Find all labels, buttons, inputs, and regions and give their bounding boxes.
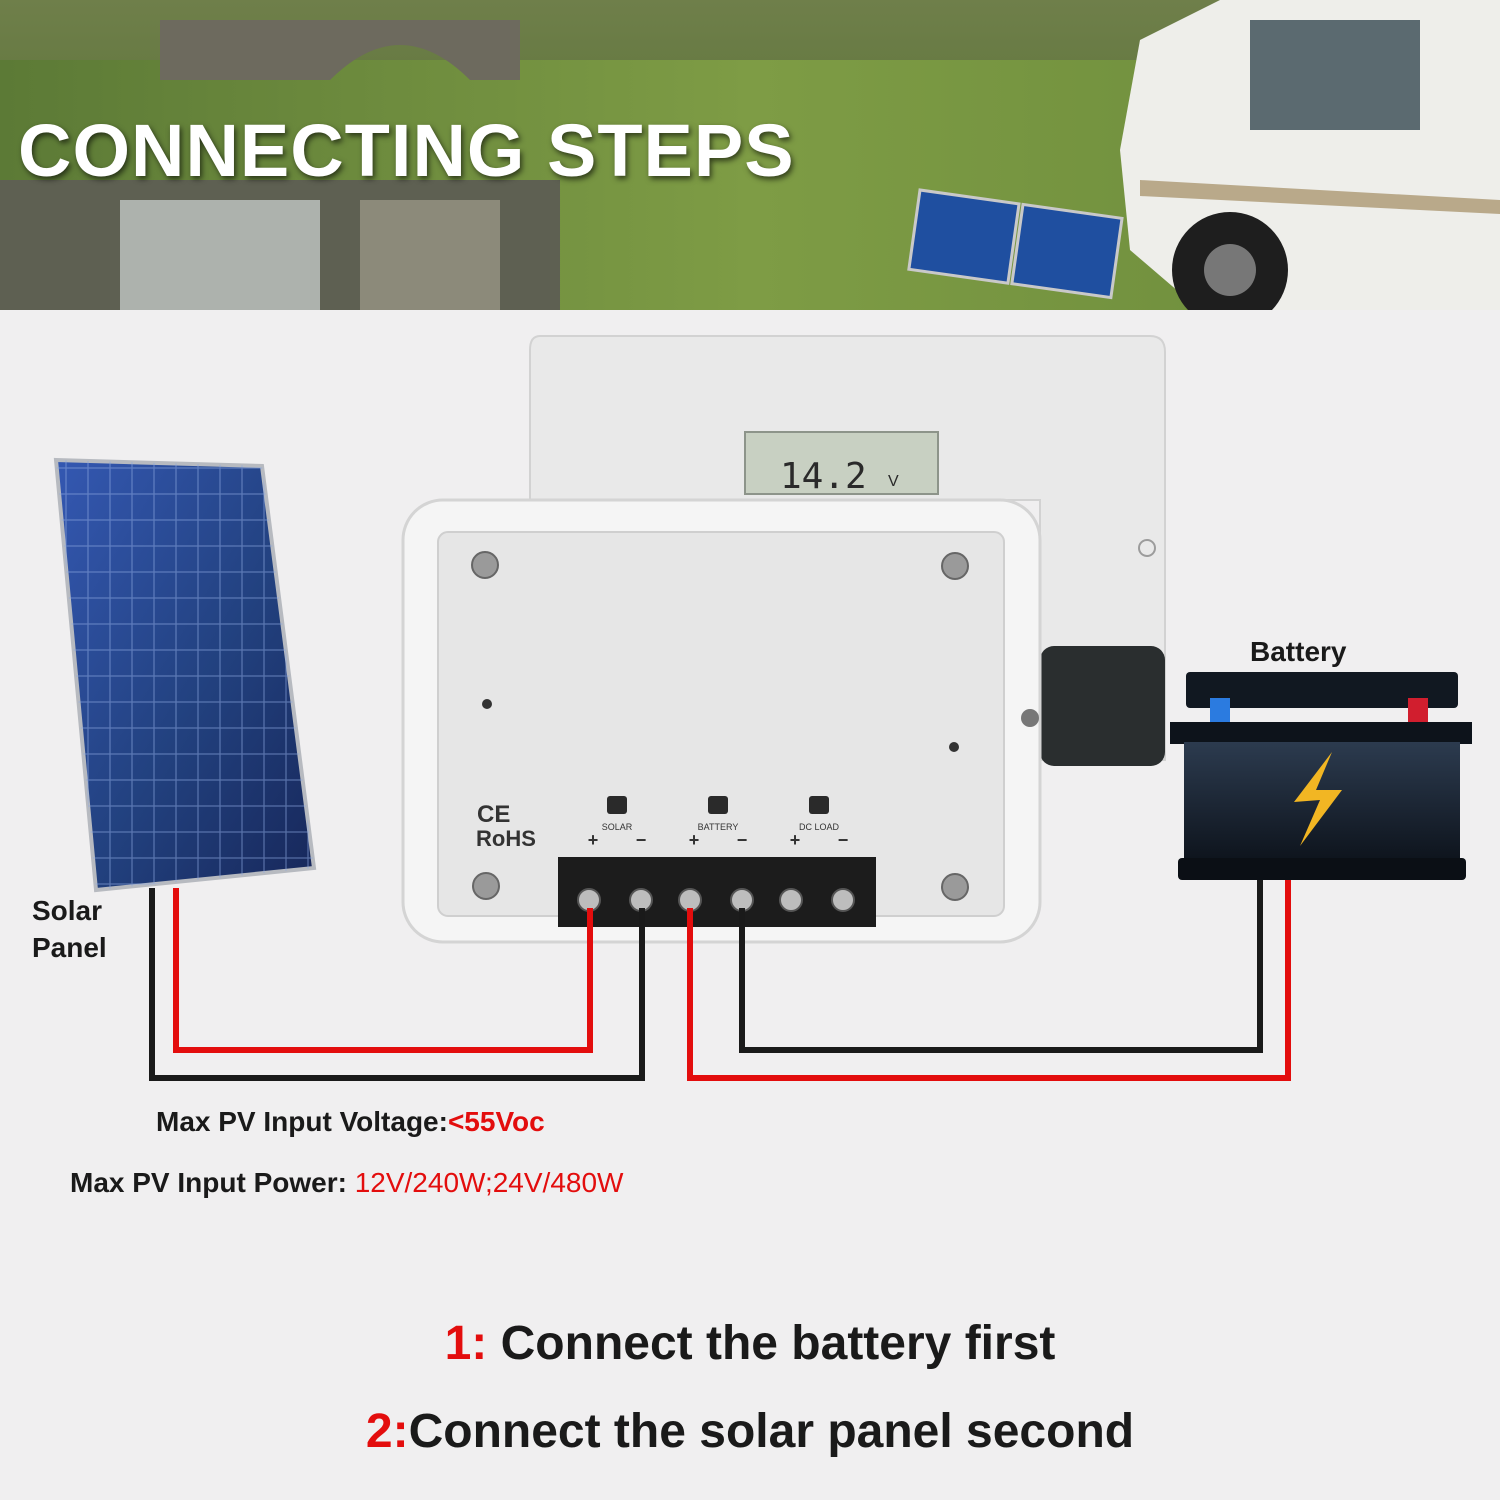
solar-panel-illustration [53, 457, 317, 893]
terminal-solar: SOLAR+ − [588, 796, 647, 850]
spec-pv-voltage: Max PV Input Voltage:<55Voc [156, 1106, 545, 1137]
battery-label: Battery [1250, 636, 1347, 667]
terminal-plus-sign: + [790, 830, 801, 850]
step-1: 1: Connect the battery first [444, 1317, 1056, 1370]
spec-pv-power: Max PV Input Power: 12V/240W;24V/480W [70, 1167, 624, 1198]
page-title: CONNECTING STEPS [18, 109, 795, 192]
battery-icon [708, 796, 728, 814]
light-bulb-icon [809, 796, 829, 814]
terminal-screw [831, 888, 855, 912]
terminal-minus-sign: − [737, 830, 748, 850]
wiring [149, 880, 1291, 1081]
header-banner: CONNECTING STEPS [0, 0, 1500, 310]
battery-illustration [1170, 672, 1472, 880]
lightning-icon [1294, 752, 1342, 846]
lcd-display: 14.2 V [744, 431, 939, 497]
terminal-name: SOLAR [602, 822, 633, 832]
terminal-plus-sign: + [689, 830, 700, 850]
svg-text:V: V [888, 473, 899, 490]
terminal-screw [629, 888, 653, 912]
terminal-minus-sign: − [838, 830, 849, 850]
terminal-screw [730, 888, 754, 912]
terminal-minus-sign: − [636, 830, 647, 850]
landscape-photo [0, 0, 1500, 310]
terminal-screw [779, 888, 803, 912]
charge-controller: 14.2 V CE RoHS SOLAR+−BATTERY+−DC LOAD+− [401, 335, 1166, 944]
terminal-battery: BATTERY+ − [689, 796, 748, 850]
solar-panel-label: Solar Panel [32, 895, 107, 963]
terminal-name: BATTERY [698, 822, 739, 832]
ce-mark: CE [477, 801, 510, 828]
svg-text:14.2: 14.2 [780, 456, 867, 497]
rohs-mark: RoHS [476, 826, 536, 851]
terminal-screw [678, 888, 702, 912]
terminal-dc-load: DC LOAD+ − [790, 796, 849, 850]
step-2: 2:Connect the solar panel second [365, 1405, 1135, 1458]
wiring-diagram: 14.2 V CE RoHS SOLAR+−BATTERY+−DC LOAD+− [53, 335, 1472, 1081]
solar-panel-icon [607, 796, 627, 814]
mounting-screws [471, 551, 969, 901]
terminal-name: DC LOAD [799, 822, 840, 832]
terminal-screw [577, 888, 601, 912]
terminal-plus-sign: + [588, 830, 599, 850]
